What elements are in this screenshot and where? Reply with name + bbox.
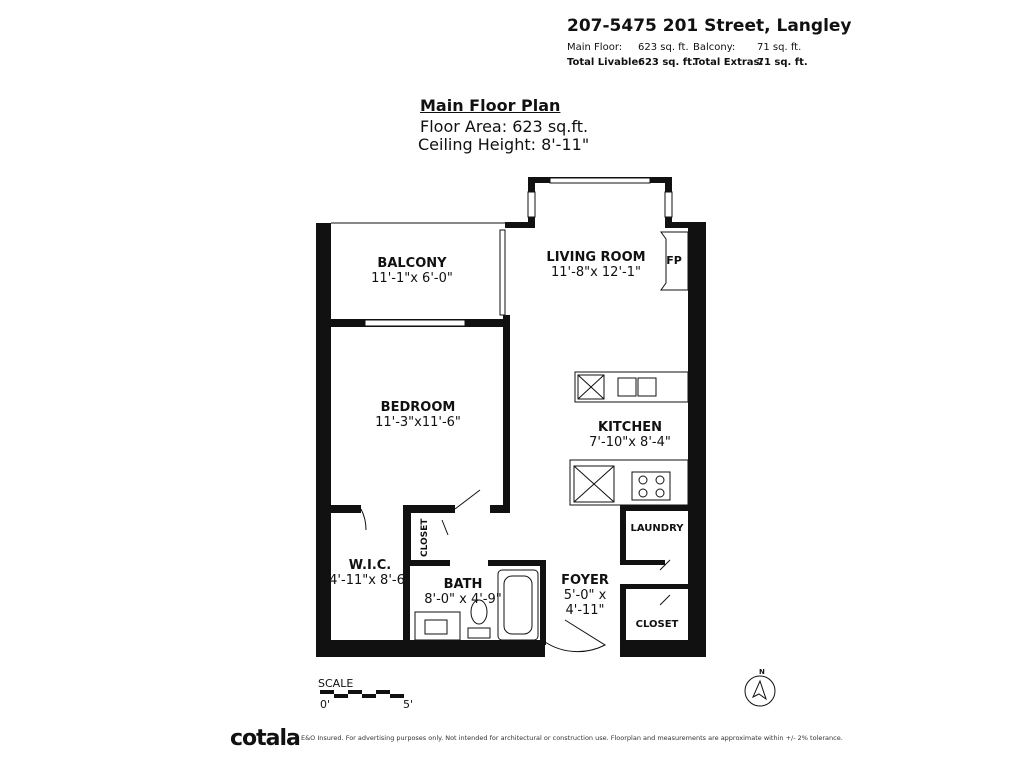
kitchen-name: KITCHEN — [598, 420, 662, 435]
main-floor-label: Main Floor: — [567, 42, 623, 53]
living-dims: 11'-8"x 12'-1" — [551, 265, 641, 280]
fireplace-label: FP — [666, 254, 682, 267]
north-compass-icon — [744, 675, 776, 707]
floor-area: Floor Area: 623 sq.ft. — [420, 117, 589, 136]
small-closet-label: CLOSET — [420, 518, 430, 557]
windows — [364, 177, 673, 327]
balcony-value: 71 sq. ft. — [757, 42, 802, 53]
plan-title: Main Floor Plan — [420, 96, 561, 115]
cotala-logo: cotala — [230, 726, 301, 751]
disclaimer: E&O Insured. For advertising purposes on… — [301, 734, 843, 742]
foyer-dims-2: 4'-11" — [565, 603, 605, 618]
balcony-label: Balcony: — [693, 42, 736, 53]
wic-name: W.I.C. — [348, 558, 392, 573]
total-extras-label: Total Extras: — [693, 57, 764, 68]
bath-dims: 8'-0" x 4'-9" — [424, 592, 502, 607]
room-kitchen: KITCHEN 7'-10"x 8'-4" — [589, 420, 671, 450]
ceiling-height: Ceiling Height: 8'-11" — [418, 135, 590, 154]
property-address: 207-5475 201 Street, Langley — [567, 16, 852, 36]
compass-north-label: N — [759, 668, 765, 676]
balcony-dims: 11'-1"x 6'-0" — [371, 271, 453, 286]
main-floor-value: 623 sq. ft. — [638, 42, 689, 53]
room-living: LIVING ROOM 11'-8"x 12'-1" — [546, 250, 645, 280]
scale-bar — [320, 690, 404, 698]
fixtures — [331, 222, 689, 653]
kitchen-dims: 7'-10"x 8'-4" — [589, 435, 671, 450]
foyer-name: FOYER — [561, 573, 609, 588]
room-balcony: BALCONY 11'-1"x 6'-0" — [371, 256, 453, 286]
scale-label: SCALE — [318, 677, 354, 690]
foyer-dims-1: 5'-0" x — [563, 588, 607, 603]
walls — [316, 177, 706, 657]
room-foyer: FOYER 5'-0" x 4'-11" — [561, 573, 609, 618]
scale-start: 0' — [320, 698, 331, 711]
scale-end: 5' — [403, 698, 414, 711]
balcony-name: BALCONY — [377, 256, 447, 271]
wic-dims: 4'-11"x 8'-6" — [329, 573, 411, 588]
bedroom-dims: 11'-3"x11'-6" — [375, 415, 461, 430]
total-livable-label: Total Livable: — [567, 57, 643, 68]
room-bath: BATH 8'-0" x 4'-9" — [424, 577, 502, 607]
room-bedroom: BEDROOM 11'-3"x11'-6" — [375, 400, 461, 430]
room-wic: W.I.C. 4'-11"x 8'-6" — [329, 558, 411, 588]
total-extras-value: 71 sq. ft. — [757, 57, 808, 68]
bedroom-name: BEDROOM — [380, 400, 456, 415]
laundry-label: LAUNDRY — [630, 523, 684, 534]
total-livable-value: 623 sq. ft. — [638, 57, 696, 68]
bath-name: BATH — [443, 577, 483, 592]
closet-label: CLOSET — [635, 619, 679, 630]
living-name: LIVING ROOM — [546, 250, 646, 265]
